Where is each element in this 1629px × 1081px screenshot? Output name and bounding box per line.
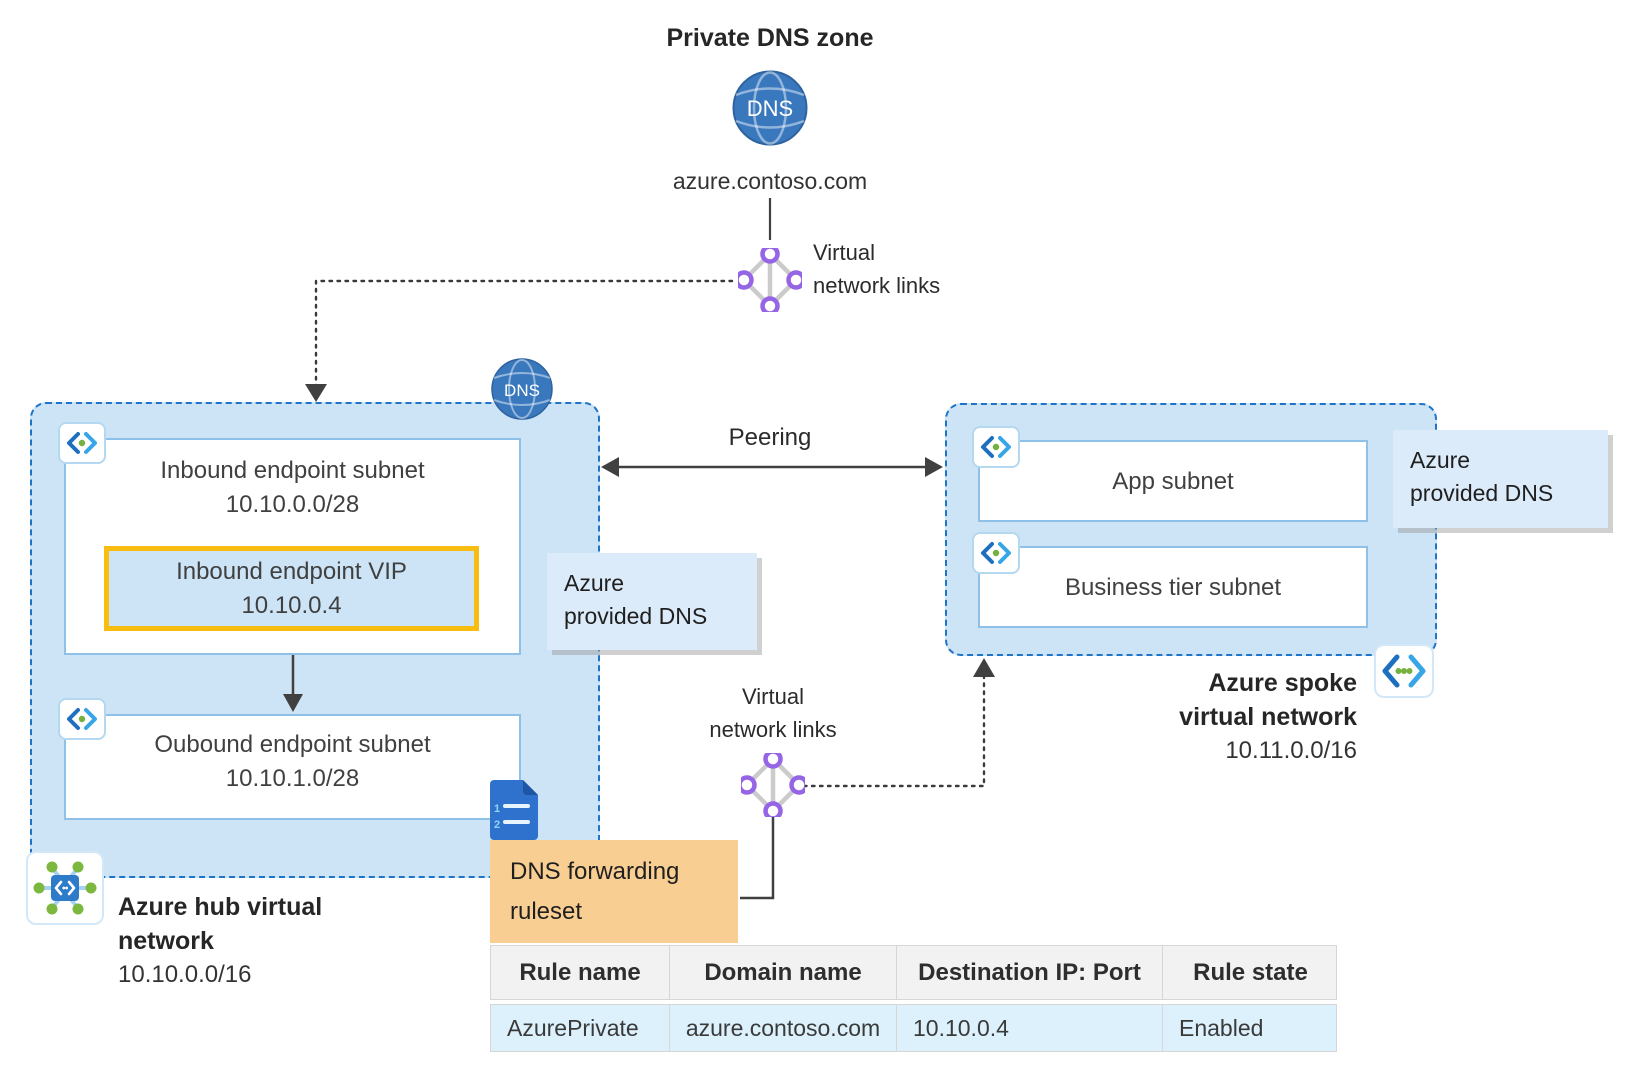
azure-provided-dns-callout-right: Azure provided DNS (1393, 430, 1608, 528)
virtual-network-links-icon-bottom (741, 753, 805, 817)
subnet-icon (58, 422, 106, 464)
outbound-subnet-cidr: 10.10.1.0/28 (225, 765, 360, 792)
inbound-subnet-cidr: 10.10.0.0/28 (225, 491, 360, 518)
table-header-rule-state: Rule state (1162, 946, 1338, 999)
table-header-destination: Destination IP: Port (896, 946, 1162, 999)
outbound-subnet-box: Oubound endpoint subnet 10.10.1.0/28 (64, 714, 521, 820)
svg-text:1: 1 (494, 803, 500, 815)
table-cell-rule-state: Enabled (1162, 1005, 1338, 1051)
dns-globe-label: DNS (747, 96, 793, 121)
virtual-network-links-label: Virtual network links (813, 240, 941, 298)
app-subnet-box: App subnet (978, 440, 1368, 522)
hub-dns-globe-icon: DNS (491, 358, 553, 420)
dns-forwarding-ruleset-box: DNS forwarding ruleset (490, 840, 738, 943)
subnet-icon (972, 426, 1020, 468)
business-subnet-box: Business tier subnet (978, 546, 1368, 628)
hub-vnet-cidr: 10.10.0.0/16 (118, 961, 252, 988)
spoke-vnet-cidr: 10.11.0.0/16 (1225, 737, 1357, 764)
table-cell-rule-name: AzurePrivate (507, 1014, 639, 1041)
peering-label: Peering (728, 424, 812, 451)
business-subnet-label: Business tier subnet (1064, 574, 1282, 601)
subnet-icon (972, 532, 1020, 574)
page-title: Private DNS zone (666, 24, 874, 52)
virtual-network-links-icon (738, 248, 802, 312)
inbound-subnet-title: Inbound endpoint subnet (160, 457, 425, 484)
spoke-vnet-icon (1374, 644, 1434, 698)
outbound-subnet-title: Oubound endpoint subnet (154, 731, 431, 758)
table-header-row: Rule name Domain name Destination IP: Po… (490, 945, 1337, 1000)
azure-provided-dns-callout-left: Azure provided DNS (547, 553, 757, 650)
inbound-vip-ip: 10.10.0.4 (241, 592, 342, 619)
dns-ruleset-doc-icon: 1 2 (490, 780, 538, 840)
spoke-vnet-label: Azure spoke virtual network 10.11.0.0/16 (1107, 666, 1357, 768)
table-header-rule-name: Rule name (519, 958, 641, 986)
hub-vnet-label: Azure hub virtual network 10.10.0.0/16 (118, 890, 418, 992)
hub-dns-globe-label: DNS (504, 381, 540, 400)
svg-text:2: 2 (494, 819, 500, 831)
inbound-vip-box: Inbound endpoint VIP 10.10.0.4 (104, 546, 479, 631)
table-cell-destination: 10.10.0.4 (896, 1005, 1162, 1051)
virtual-network-links-label-bottom: Virtual network links (709, 684, 837, 742)
inbound-vip-title: Inbound endpoint VIP (176, 558, 407, 585)
app-subnet-label: App subnet (1112, 468, 1234, 495)
table-cell-domain-name: azure.contoso.com (669, 1005, 896, 1051)
dns-ruleset-table: Rule name Domain name Destination IP: Po… (490, 945, 1337, 1052)
dns-globe-icon: DNS (732, 70, 808, 146)
subnet-icon (58, 698, 106, 740)
table-header-domain-name: Domain name (669, 946, 896, 999)
dns-zone-domain: azure.contoso.com (672, 168, 868, 194)
hub-vnet-icon (26, 851, 104, 925)
table-row: AzurePrivate azure.contoso.com 10.10.0.4… (490, 1004, 1337, 1052)
